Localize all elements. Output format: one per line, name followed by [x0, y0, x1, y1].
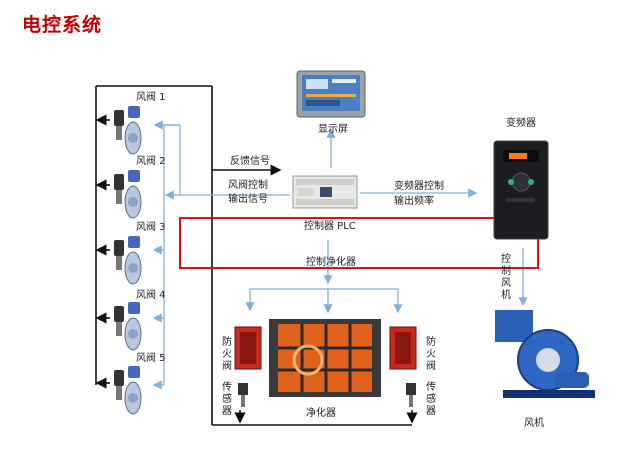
butterfly-valve-icon [114, 366, 142, 415]
plc-label: 控制器 PLC [304, 221, 356, 232]
fan-label: 风机 [524, 418, 544, 429]
centrifugal-fan-icon [495, 310, 595, 398]
butterfly-valve-icon [114, 302, 142, 351]
valve-label-3: 风阀 3 [136, 222, 166, 233]
sensor-label-right: 传感器 [426, 382, 436, 417]
fire-damper-label-right: 防火阀 [426, 337, 436, 372]
blue-control-lines [152, 120, 528, 390]
fire-damper-icon [389, 326, 417, 370]
fan-control-label: 控制风机 [501, 254, 511, 301]
valve-label-2: 风阀 2 [136, 156, 166, 167]
butterfly-valve-icon [114, 170, 142, 219]
valve-label-4: 风阀 4 [136, 290, 166, 301]
highlight-box [179, 217, 539, 269]
inverter-icon [493, 140, 549, 240]
feedback-signal-label: 反馈信号 [230, 156, 270, 167]
sensor-label-left: 传感器 [222, 382, 232, 417]
butterfly-valve-icon [114, 106, 142, 155]
fire-damper-icon [234, 326, 262, 370]
black-bus [95, 85, 418, 426]
vfd-label: 变频器 [506, 118, 536, 129]
valve-label-1: 风阀 1 [136, 92, 166, 103]
hmi-screen-icon [296, 70, 366, 118]
sensor-icon [406, 383, 416, 407]
vfd-control-label: 变频器控制 [394, 181, 444, 192]
purifier-control-label: 控制净化器 [306, 257, 356, 268]
valve-label-5: 风阀 5 [136, 353, 166, 364]
valve-control-label: 风阀控制 [228, 180, 268, 191]
butterfly-valve-icon [114, 236, 142, 285]
sensor-icon [238, 383, 248, 407]
hmi-label: 显示屏 [318, 124, 348, 135]
page-title: 电控系统 [22, 14, 103, 36]
plc-controller-icon [292, 175, 358, 209]
valve-output-label: 输出信号 [228, 194, 268, 205]
fire-damper-label-left: 防火阀 [222, 337, 232, 372]
purifier-unit-icon [269, 319, 381, 397]
purifier-label: 净化器 [306, 408, 336, 419]
vfd-frequency-label: 输出频率 [394, 196, 434, 207]
